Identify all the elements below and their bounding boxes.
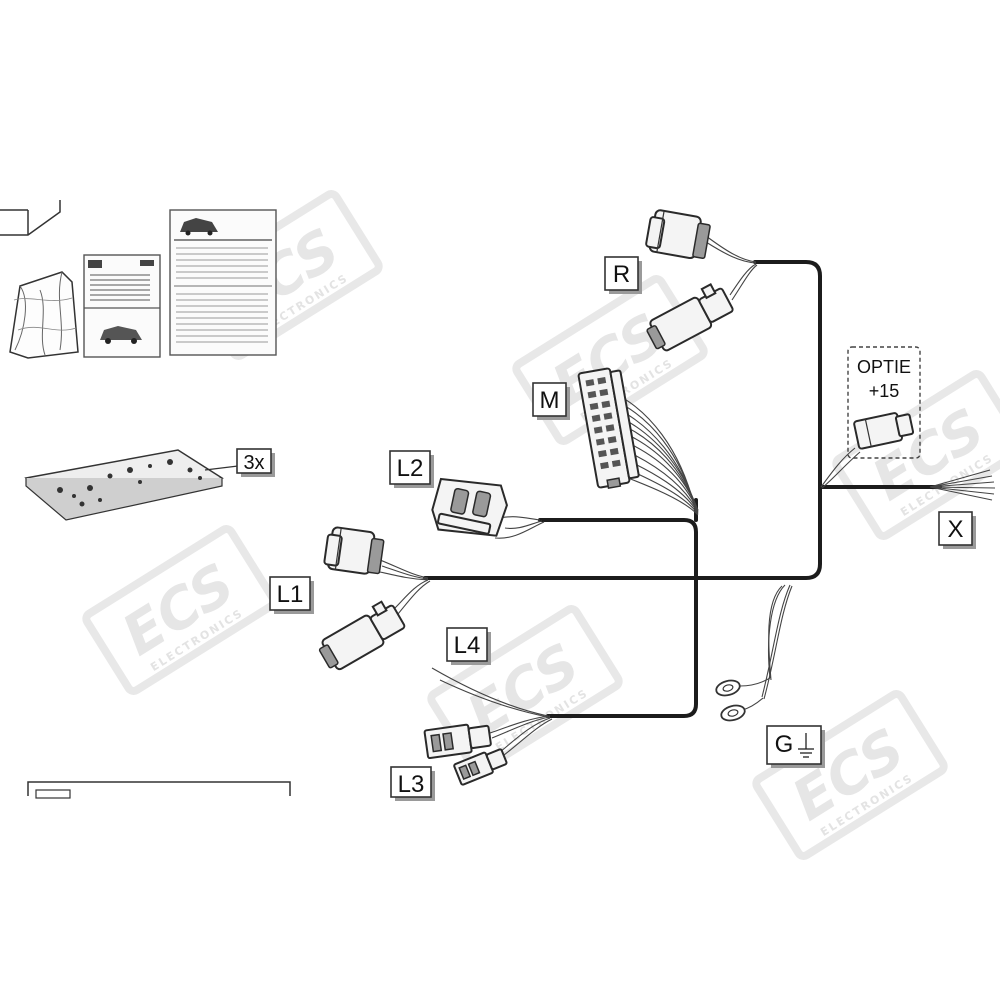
connector-l1-male: [318, 600, 406, 671]
ring-terminal-1: [715, 679, 741, 697]
harness-trunk: [423, 260, 942, 718]
ring-terminal-2: [720, 704, 746, 722]
watermark-logo-3: ECS ELECTRONICS: [82, 525, 278, 695]
connector-m: [577, 367, 640, 489]
label-quantity: 3x: [236, 448, 275, 477]
svg-text:X: X: [947, 516, 963, 543]
label-l4: L4: [446, 627, 491, 665]
label-l1: L1: [269, 576, 314, 614]
optie-voltage: +15: [869, 381, 900, 401]
svg-text:L3: L3: [398, 771, 425, 798]
svg-text:L4: L4: [454, 632, 481, 659]
optie-label: OPTIE: [857, 357, 911, 377]
box-fragment: [0, 200, 61, 236]
label-m: M: [532, 382, 570, 420]
svg-text:M: M: [540, 387, 560, 414]
connector-l3-upper: [423, 723, 492, 760]
connector-r-male: [646, 283, 734, 352]
connector-r-female: [645, 209, 711, 260]
watermark-logo-5: ECS ELECTRONICS: [832, 370, 1000, 540]
connector-l3-lower: [453, 748, 508, 786]
adhesive-pad-icon: [24, 449, 239, 521]
optie-box: OPTIE +15: [847, 346, 921, 459]
ground-icon: [798, 733, 814, 758]
instruction-sheet-large: [169, 209, 277, 356]
connector-l1-female: [323, 526, 385, 575]
label-x: X: [938, 511, 976, 549]
svg-text:R: R: [613, 261, 630, 288]
connector-l2: [431, 477, 508, 537]
svg-text:L1: L1: [277, 581, 304, 608]
label-g: G: [766, 725, 825, 768]
label-l3: L3: [390, 766, 435, 801]
instruction-sheet-small: [83, 254, 161, 358]
label-l2: L2: [389, 450, 434, 488]
svg-text:G: G: [775, 731, 794, 758]
svg-text:L2: L2: [397, 455, 424, 482]
connector-optie: [853, 412, 915, 450]
watermark-logo-6: ECS ELECTRONICS: [752, 690, 948, 860]
plastic-bag-icon: [9, 271, 79, 359]
svg-text:3x: 3x: [243, 452, 264, 474]
legend-box-fragment: [27, 781, 291, 799]
label-r: R: [604, 256, 642, 294]
thin-wires: [379, 235, 996, 759]
